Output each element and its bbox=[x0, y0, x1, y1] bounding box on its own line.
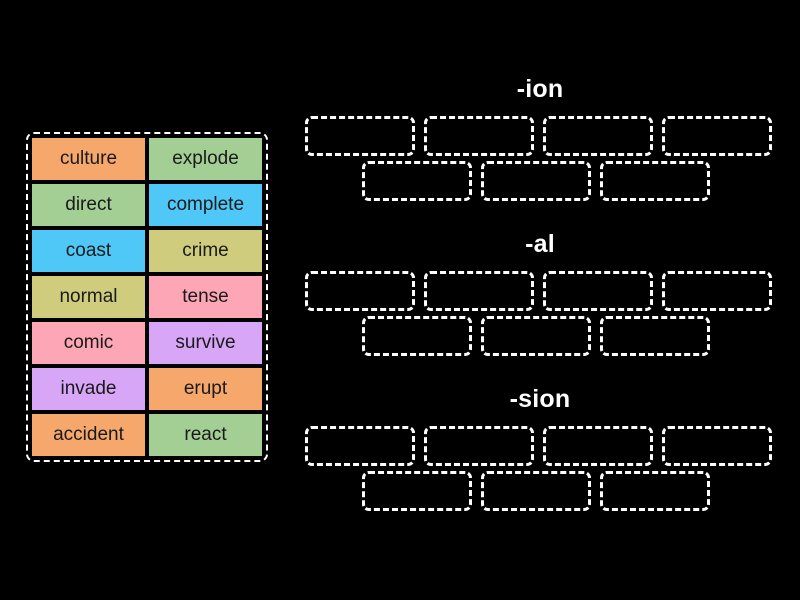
drop-slot[interactable] bbox=[481, 161, 591, 201]
word-tile[interactable]: erupt bbox=[149, 368, 262, 410]
word-tile[interactable]: tense bbox=[149, 276, 262, 318]
drop-slot[interactable] bbox=[662, 116, 772, 156]
drop-slot[interactable] bbox=[362, 471, 472, 511]
word-tile[interactable]: culture bbox=[32, 138, 145, 180]
word-tile[interactable]: coast bbox=[32, 230, 145, 272]
drop-slot[interactable] bbox=[362, 161, 472, 201]
drop-slot[interactable] bbox=[305, 426, 415, 466]
word-bank-row: comic survive bbox=[32, 322, 262, 364]
slot-row-bottom bbox=[362, 471, 780, 511]
drop-slot[interactable] bbox=[424, 426, 534, 466]
drop-slot[interactable] bbox=[600, 316, 710, 356]
word-tile[interactable]: accident bbox=[32, 414, 145, 456]
word-bank-row: direct complete bbox=[32, 184, 262, 226]
slot-row-top bbox=[305, 116, 780, 156]
drop-group-ion: -ion bbox=[300, 74, 780, 201]
drop-group-sion: -sion bbox=[300, 384, 780, 511]
drop-slot[interactable] bbox=[305, 271, 415, 311]
slot-row-bottom bbox=[362, 316, 780, 356]
drop-slot[interactable] bbox=[424, 271, 534, 311]
drop-slot[interactable] bbox=[543, 116, 653, 156]
drop-group-al: -al bbox=[300, 229, 780, 356]
word-bank-row: normal tense bbox=[32, 276, 262, 318]
drop-slot[interactable] bbox=[305, 116, 415, 156]
group-title-al: -al bbox=[525, 230, 555, 258]
word-tile[interactable]: invade bbox=[32, 368, 145, 410]
drop-slot[interactable] bbox=[481, 471, 591, 511]
slot-row-top bbox=[305, 426, 780, 466]
word-tile[interactable]: survive bbox=[149, 322, 262, 364]
group-title-sion: -sion bbox=[509, 385, 571, 413]
word-bank-row: invade erupt bbox=[32, 368, 262, 410]
drop-slot[interactable] bbox=[424, 116, 534, 156]
drop-slot[interactable] bbox=[662, 426, 772, 466]
group-title-ion: -ion bbox=[516, 75, 564, 103]
drop-slot[interactable] bbox=[543, 271, 653, 311]
drop-slot[interactable] bbox=[662, 271, 772, 311]
word-tile[interactable]: crime bbox=[149, 230, 262, 272]
word-bank-row: coast crime bbox=[32, 230, 262, 272]
drop-slot[interactable] bbox=[600, 161, 710, 201]
word-bank: culture explode direct complete coast cr… bbox=[26, 132, 268, 462]
word-tile[interactable]: direct bbox=[32, 184, 145, 226]
word-bank-row: culture explode bbox=[32, 138, 262, 180]
drop-slot[interactable] bbox=[543, 426, 653, 466]
drop-slot[interactable] bbox=[600, 471, 710, 511]
word-tile[interactable]: complete bbox=[149, 184, 262, 226]
word-tile[interactable]: comic bbox=[32, 322, 145, 364]
word-bank-row: accident react bbox=[32, 414, 262, 456]
drop-slot[interactable] bbox=[481, 316, 591, 356]
slot-row-bottom bbox=[362, 161, 780, 201]
word-tile[interactable]: normal bbox=[32, 276, 145, 318]
drop-slot[interactable] bbox=[362, 316, 472, 356]
slot-row-top bbox=[305, 271, 780, 311]
word-tile[interactable]: explode bbox=[149, 138, 262, 180]
word-tile[interactable]: react bbox=[149, 414, 262, 456]
